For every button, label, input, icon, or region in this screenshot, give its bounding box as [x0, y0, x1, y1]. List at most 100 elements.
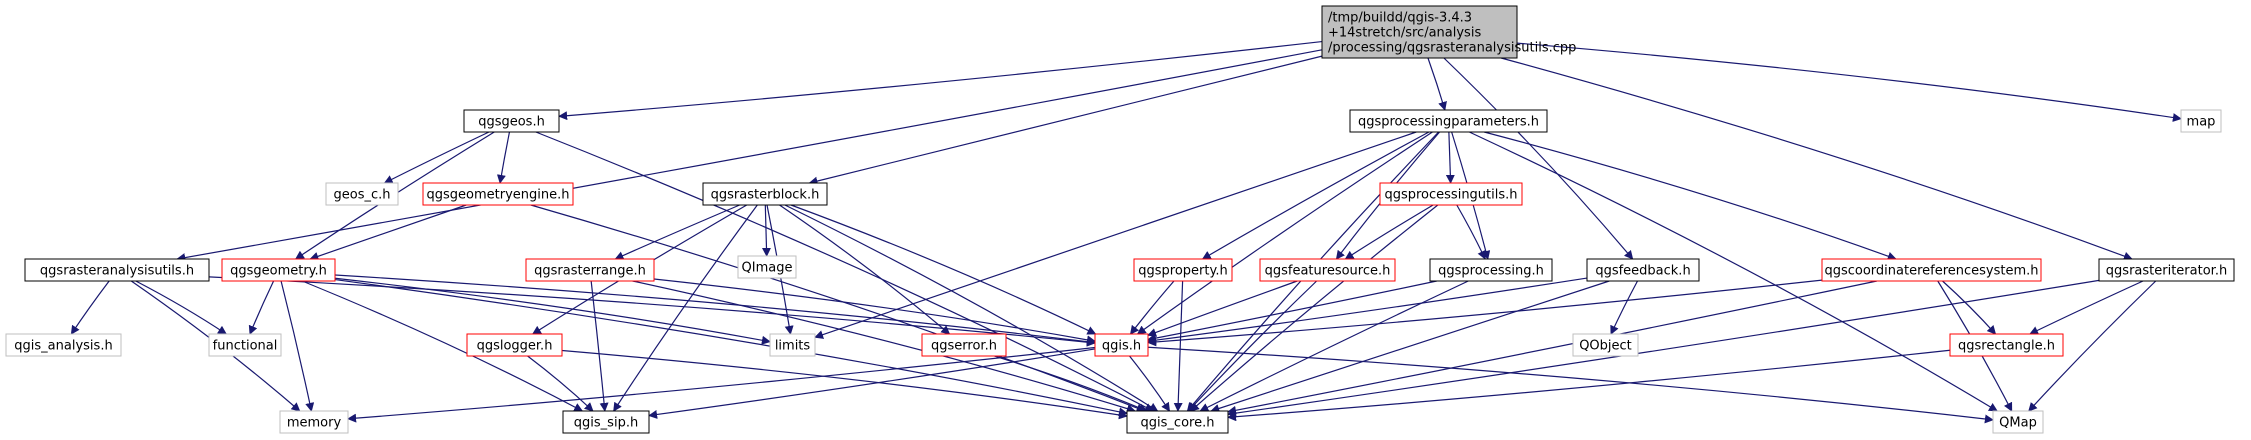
- edge-qgscoordinatereferencesystem_h-to-qgis_core_h: [1227, 280, 1878, 415]
- node-qgslogger_h[interactable]: qgslogger.h: [466, 333, 563, 357]
- edge-qgsfeaturesource_h-to-qgis_h: [1147, 280, 1298, 337]
- node-label: /processing/qgsrasteranalysisutils.cpp: [1328, 41, 1576, 56]
- node-label: qgsrectangle.h: [1958, 339, 2055, 354]
- edge-qgsrasteranalysisutils_h-to-qgis_h: [208, 276, 1096, 347]
- node-label: +14stretch/src/analysis: [1328, 26, 1481, 41]
- edge-root-to-qgsrasteriterator_h: [1500, 57, 2133, 261]
- node-qgsgeos_h[interactable]: qgsgeos.h: [463, 109, 560, 133]
- node-box: [1126, 410, 1229, 434]
- node-label: qgsgeometry.h: [230, 264, 327, 279]
- node-box: [702, 182, 828, 206]
- edge-qgslogger_h-to-qgis_sip_h: [527, 355, 594, 412]
- edge-qgsgeos_h-to-qgsgeometryengine_h: [496, 131, 511, 184]
- node-qgsfeaturesource_h[interactable]: qgsfeaturesource.h: [1259, 258, 1396, 282]
- edge-qgsrasterblock_h-to-qgsrasterrange_h: [614, 204, 740, 260]
- node-box: [1429, 258, 1553, 282]
- node-qgsprocessingparameters_h[interactable]: qgsprocessingparameters.h: [1349, 109, 1548, 133]
- edge-qgsrasterblock_h-to-qimage: [761, 204, 771, 257]
- node-box: [1821, 258, 2042, 282]
- edge-qgsproperty_h-to-qgis_core_h: [1173, 280, 1184, 412]
- edge-qgsrasterblock_h-to-qgis_sip_h: [613, 204, 758, 412]
- node-box: [1259, 258, 1396, 282]
- node-geos_c_h[interactable]: geos_c.h: [325, 182, 399, 206]
- edge-qgis_h-to-qgis_sip_h: [648, 348, 1096, 419]
- edge-qgsrasterblock_h-to-qgis_core_h: [784, 204, 1159, 412]
- node-qgis_h[interactable]: qgis.h: [1094, 333, 1149, 357]
- node-qgsrasteranalysisutils_h[interactable]: qgsrasteranalysisutils.h: [24, 258, 210, 282]
- node-memory[interactable]: memory: [279, 410, 349, 434]
- node-box: [279, 410, 349, 434]
- edge-root-to-map: [1516, 42, 2182, 122]
- node-label: qgsrasteriterator.h: [2106, 264, 2227, 279]
- node-limits[interactable]: limits: [769, 333, 816, 357]
- edge-qgsprocessingparameters_h-to-limits: [814, 131, 1417, 339]
- node-label: qgsrasteranalysisutils.h: [40, 264, 194, 279]
- edge-qgsrasterrange_h-to-qgis_core_h: [632, 280, 1136, 413]
- node-qgsgeometry_h[interactable]: qgsgeometry.h: [221, 258, 336, 282]
- node-label: memory: [287, 416, 342, 431]
- node-label: qgsfeaturesource.h: [1265, 264, 1391, 279]
- node-root[interactable]: /tmp/buildd/qgis-3.4.3+14stretch/src/ana…: [1321, 5, 1576, 59]
- edge-qgsgeometry_h-to-qgis_h: [334, 274, 1096, 347]
- node-box: [1572, 333, 1639, 357]
- edge-qgsrasteriterator_h-to-qgis_core_h: [1227, 279, 2100, 418]
- node-map[interactable]: map: [2180, 109, 2222, 133]
- edge-qgis_h-to-qmap: [1147, 346, 1994, 424]
- node-functional[interactable]: functional: [208, 333, 282, 357]
- node-label: qgsprocessingutils.h: [1384, 188, 1517, 203]
- node-qgsrasterblock_h[interactable]: qgsrasterblock.h: [702, 182, 828, 206]
- edge-qgsrasteranalysisutils_h-to-qgis_analysis_h: [70, 280, 110, 335]
- edge-qgsfeedback_h-to-qobject: [1610, 280, 1639, 335]
- edge-qgsprocessingutils_h-to-qgsprocessing_h: [1456, 204, 1486, 260]
- edge-qgsgeometry_h-to-memory: [280, 280, 315, 412]
- node-qgis_core_h[interactable]: qgis_core.h: [1126, 410, 1229, 434]
- edge-qgsprocessingutils_h-to-qgsfeaturesource_h: [1344, 204, 1434, 260]
- node-box: [1586, 258, 1700, 282]
- node-qgsgeometryengine_h[interactable]: qgsgeometryengine.h: [422, 182, 574, 206]
- node-label: qgis_analysis.h: [14, 339, 112, 354]
- node-qobject[interactable]: QObject: [1572, 333, 1639, 357]
- node-qgserror_h[interactable]: qgserror.h: [921, 333, 1007, 357]
- node-label: qgscoordinatereferencesystem.h: [1824, 264, 2038, 279]
- node-qgsproperty_h[interactable]: qgsproperty.h: [1133, 258, 1233, 282]
- node-qgis_sip_h[interactable]: qgis_sip.h: [562, 410, 650, 434]
- node-qgsrasterrange_h[interactable]: qgsrasterrange.h: [525, 258, 655, 282]
- edge-root-to-qgsrasteranalysisutils_h: [176, 49, 1323, 263]
- node-qgsprocessingutils_h[interactable]: qgsprocessingutils.h: [1379, 182, 1523, 206]
- edge-qgsfeedback_h-to-qgis_h: [1147, 277, 1588, 345]
- node-box: [5, 333, 122, 357]
- node-qgscoordinatereferencesystem_h[interactable]: qgscoordinatereferencesystem.h: [1821, 258, 2042, 282]
- edge-qgsrectangle_h-to-qgis_core_h: [1227, 349, 1951, 422]
- node-qgsrasteriterator_h[interactable]: qgsrasteriterator.h: [2098, 258, 2235, 282]
- node-box: [1094, 333, 1149, 357]
- edge-qgsrasteranalysisutils_h-to-functional: [135, 280, 227, 335]
- node-label: limits: [775, 339, 811, 354]
- node-qmap[interactable]: QMap: [1992, 410, 2044, 434]
- edge-qgsgeometryengine_h-to-qgsgeometry_h: [309, 204, 467, 261]
- node-qgsprocessing_h[interactable]: qgsprocessing.h: [1429, 258, 1553, 282]
- node-qgsrectangle_h[interactable]: qgsrectangle.h: [1949, 333, 2064, 357]
- edge-qgsgeometry_h-to-qgis_sip_h: [301, 280, 584, 412]
- edge-qgsprocessingparameters_h-to-qmap: [1469, 131, 1998, 412]
- edge-qgsprocessingutils_h-to-qgis_core_h: [1190, 204, 1439, 412]
- node-box: [769, 333, 816, 357]
- node-qgsfeedback_h[interactable]: qgsfeedback.h: [1586, 258, 1700, 282]
- node-label: QMap: [1999, 416, 2037, 431]
- node-label: qgis_core.h: [1141, 416, 1215, 431]
- edge-qgsproperty_h-to-qgis_h: [1129, 280, 1175, 335]
- node-box: [1379, 182, 1523, 206]
- node-box: [208, 333, 282, 357]
- edge-qgsprocessing_h-to-qgis_core_h: [1199, 280, 1469, 412]
- node-box: [1992, 410, 2044, 434]
- file-nodes: /tmp/buildd/qgis-3.4.3+14stretch/src/ana…: [5, 5, 2235, 434]
- node-qimage[interactable]: QImage: [737, 255, 797, 279]
- node-label: qgis_sip.h: [574, 416, 638, 431]
- node-label: functional: [213, 339, 278, 354]
- node-box: [2098, 258, 2235, 282]
- edge-qgsprocessingparameters_h-to-qgscoordinatereferencesystem_h: [1484, 131, 1897, 261]
- node-label: QImage: [742, 261, 793, 276]
- edge-qgsprocessingparameters_h-to-qgsprocessingutils_h: [1445, 131, 1455, 184]
- node-label: qgserror.h: [931, 339, 997, 354]
- node-qgis_analysis_h[interactable]: qgis_analysis.h: [5, 333, 122, 357]
